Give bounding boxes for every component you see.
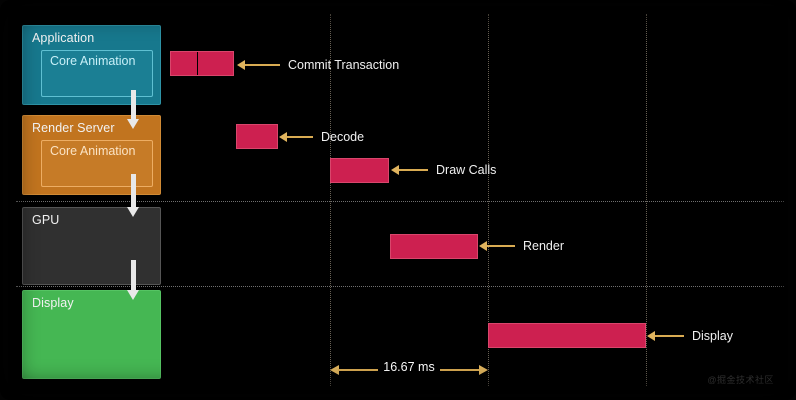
timeline-bar-display[interactable] — [488, 323, 646, 348]
callout-draw-calls-arrow-head-icon — [391, 165, 399, 175]
timeline-bar-draw-calls[interactable] — [330, 158, 389, 183]
timeline-bar-commit-transaction[interactable] — [170, 51, 234, 76]
timeline-bar-render[interactable] — [390, 234, 478, 259]
stack-layer-display-label: Display — [32, 296, 74, 310]
measure-arrow-right-icon — [479, 365, 488, 375]
application-core-animation-box[interactable]: Core Animation — [41, 50, 153, 97]
vertical-gridline-0 — [330, 14, 331, 386]
callout-commit-transaction-arrow-icon — [237, 60, 280, 70]
stack-layer-render-server-label: Render Server — [32, 121, 115, 135]
callout-commit-transaction-arrow-head-icon — [237, 60, 245, 70]
frame-duration-measure: 16.67 ms — [330, 360, 488, 378]
timeline-plot: Application Core Animation Render Server… — [8, 6, 788, 394]
callout-render-arrow-head-icon — [479, 241, 487, 251]
measure-arrow-left-icon — [330, 365, 339, 375]
timeline-bar-decode[interactable] — [236, 124, 278, 149]
flow-arrow-gpu-to-display — [127, 260, 139, 300]
vertical-gridline-2 — [646, 14, 647, 386]
callout-draw-calls-label: Draw Calls — [436, 163, 497, 177]
horizontal-gridline-0 — [16, 201, 784, 202]
callout-render-arrow-icon — [479, 241, 515, 251]
stack-layer-application[interactable]: Application Core Animation — [22, 25, 161, 105]
callout-display: Display — [647, 329, 733, 343]
callout-commit-transaction-label: Commit Transaction — [288, 58, 400, 72]
measure-label: 16.67 ms — [378, 360, 440, 374]
callout-display-arrow-icon — [647, 331, 684, 341]
callout-draw-calls: Draw Calls — [391, 163, 497, 177]
application-core-animation-label: Core Animation — [50, 54, 136, 68]
timeline-bar-commit-transaction-split — [197, 52, 198, 75]
horizontal-gridline-1 — [16, 286, 784, 287]
render-server-core-animation-label: Core Animation — [50, 144, 136, 158]
watermark: @掘金技术社区 — [707, 375, 774, 385]
callout-render: Render — [479, 239, 564, 253]
callout-decode-arrow-icon — [279, 132, 313, 142]
callout-render-label: Render — [523, 239, 564, 253]
stack-layer-render-server[interactable]: Render Server Core Animation — [22, 115, 161, 195]
stack-layer-gpu-label: GPU — [32, 213, 60, 227]
stack-layer-display[interactable]: Display — [22, 290, 161, 379]
callout-decode: Decode — [279, 130, 365, 144]
stack-layer-gpu[interactable]: GPU — [22, 207, 161, 285]
stack-layer-application-label: Application — [32, 31, 95, 45]
flow-arrow-application-to-render-server — [127, 90, 139, 129]
callout-display-label: Display — [692, 329, 733, 343]
vertical-gridline-1 — [488, 14, 489, 386]
callout-decode-label: Decode — [321, 130, 365, 144]
render-server-core-animation-box[interactable]: Core Animation — [41, 140, 153, 187]
callout-decode-arrow-head-icon — [279, 132, 287, 142]
callout-commit-transaction: Commit Transaction — [237, 58, 400, 72]
callout-display-arrow-head-icon — [647, 331, 655, 341]
flow-arrow-render-server-to-gpu — [127, 174, 139, 217]
callout-draw-calls-arrow-icon — [391, 165, 428, 175]
